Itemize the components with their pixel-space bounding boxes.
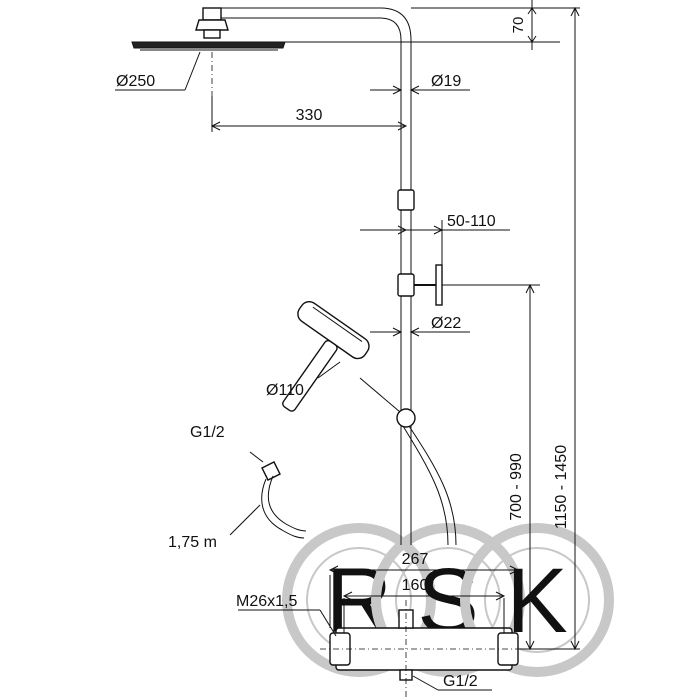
dim-shower-head-diameter: Ø250	[116, 73, 155, 90]
wall-bracket	[397, 264, 443, 306]
dim-upper-pipe-diameter: Ø19	[431, 73, 461, 90]
hand-shower	[282, 300, 401, 413]
dimension-lines	[115, 0, 580, 691]
dim-bracket-adjust: 50-110	[447, 213, 496, 230]
dim-inlet-thread: M26x1,5	[236, 593, 297, 610]
dim-arm-reach: 330	[296, 107, 323, 124]
dim-total-height-range: 1150 - 1450	[553, 445, 570, 529]
riser-pipe	[211, 7, 412, 545]
dim-mixer-width: 267	[402, 551, 429, 568]
dim-inlet-spacing: 160	[402, 577, 429, 594]
spare-hose	[249, 451, 307, 539]
dim-hose-connection: G1/2	[190, 424, 225, 441]
dimension-labels: Ø250 70 330 Ø19 50-110 Ø22 Ø110 G1/2 1,7…	[116, 17, 570, 690]
thermostatic-mixer	[320, 600, 530, 700]
overhead-shower-head	[131, 7, 286, 96]
upper-slider	[397, 189, 415, 211]
dim-lower-pipe-diameter: Ø22	[431, 315, 461, 332]
dim-bracket-height-range: 700 - 990	[508, 453, 525, 521]
dim-hose-length: 1,75 m	[168, 534, 217, 551]
dim-arm-height: 70	[510, 17, 527, 34]
hand-shower-hose	[402, 425, 457, 546]
dim-outlet-connection: G1/2	[443, 673, 478, 690]
dim-hand-shower-diameter: Ø110	[266, 382, 304, 399]
hand-shower-holder	[396, 408, 416, 428]
